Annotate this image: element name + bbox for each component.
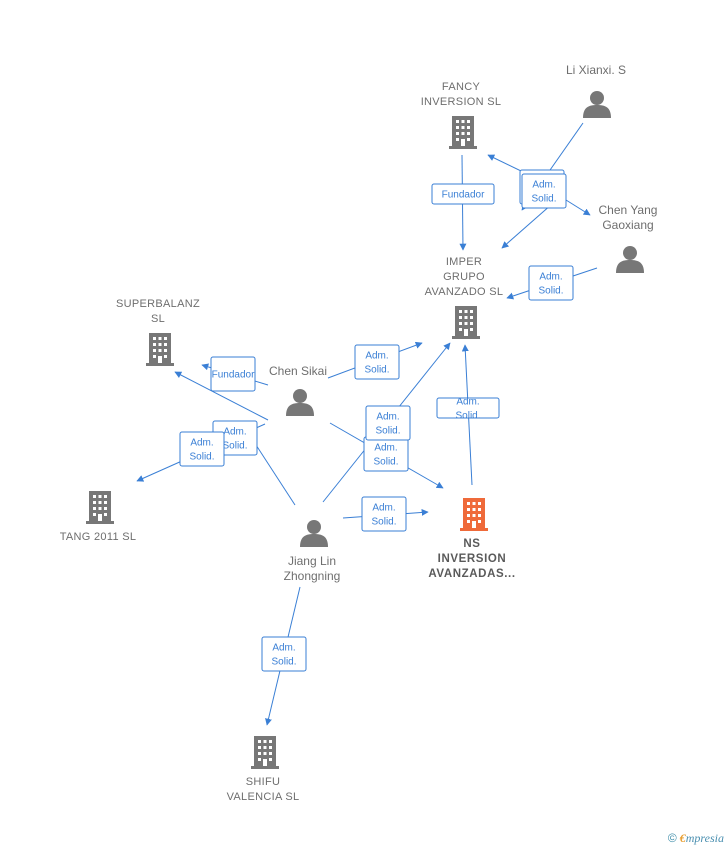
edge-label-text: Solid.: [373, 457, 398, 468]
edge-label-text: Adm.: [376, 412, 399, 423]
edge-label-text: Solid.: [531, 194, 556, 205]
node-label-chenyang: Gaoxiang: [602, 218, 653, 232]
node-lixianxi[interactable]: Li Xianxi. S: [566, 63, 626, 118]
edge-label-e16[interactable]: Adm. Solid.: [261, 636, 307, 672]
edge-label-text: Adm.: [365, 351, 388, 362]
node-label-ns: NS: [463, 538, 480, 550]
edge-label-box: [210, 356, 256, 392]
building-icon: [452, 306, 480, 339]
node-label-ns: AVANZADAS...: [428, 568, 515, 580]
node-chensikai[interactable]: Chen Sikai: [269, 364, 327, 416]
edge-label-box: [354, 344, 400, 380]
edge-label-text: Solid.: [371, 517, 396, 528]
person-icon: [286, 389, 314, 416]
node-label-tang: TANG 2011 SL: [60, 531, 137, 543]
node-superbalanz[interactable]: SUPERBALANZ SL: [116, 298, 200, 366]
edge-label-e11[interactable]: Adm. Solid.: [179, 431, 225, 467]
edge-label-e4[interactable]: Adm. Solid.: [521, 173, 567, 209]
node-label-superbalanz: SUPERBALANZ: [116, 298, 200, 310]
node-label-chensikai: Chen Sikai: [269, 364, 327, 378]
edge-label-box: [261, 636, 307, 672]
node-tang[interactable]: TANG 2011 SL: [60, 491, 137, 543]
edge-label-text: Adm.: [272, 643, 295, 654]
brand-logo-initial: €: [679, 831, 686, 845]
edge-label-box: [361, 496, 407, 532]
building-icon: [460, 498, 488, 531]
building-icon: [146, 333, 174, 366]
edge-label-e1[interactable]: Fundador: [431, 183, 495, 205]
edge-label-text: Solid.: [222, 441, 247, 452]
nodes-layer: FANCY INVERSION SL Li Xianxi. S Chen YangGa…: [60, 63, 658, 803]
edge-label-box: [431, 183, 495, 205]
edge-label-box: [528, 265, 574, 301]
node-label-imper: IMPER: [446, 256, 482, 268]
edge-label-text: Adm.: [372, 503, 395, 514]
node-label-superbalanz: SL: [151, 313, 165, 325]
edge-label-text: Adm.: [190, 438, 213, 449]
building-icon: [449, 116, 477, 149]
edge-label-text: Solid.: [538, 286, 563, 297]
node-label-chenyang: Chen Yang: [599, 203, 658, 217]
person-icon: [300, 520, 328, 547]
edge-label-e7[interactable]: Adm. Solid.: [436, 397, 500, 422]
edge-label-e14[interactable]: Adm. Solid.: [361, 496, 407, 532]
edge-label-text: Solid.: [455, 411, 480, 422]
building-icon: [86, 491, 114, 524]
edge-label-e13[interactable]: Adm. Solid.: [365, 405, 411, 441]
node-label-imper: AVANZADO SL: [425, 286, 504, 298]
edge-label-e9[interactable]: Fundador: [210, 356, 256, 392]
footer-brand: ©€mpresia: [668, 831, 724, 846]
node-imper[interactable]: IMPER GRUPO AVANZADO SL: [425, 256, 504, 339]
node-label-fancy: INVERSION SL: [421, 96, 502, 108]
edge-label-text: Solid.: [189, 452, 214, 463]
edge-label-text: Solid.: [364, 365, 389, 376]
edge-label-text: Adm.: [456, 397, 479, 408]
edge-label-e8[interactable]: Adm. Solid.: [354, 344, 400, 380]
node-ns[interactable]: NS INVERSION AVANZADAS...: [428, 498, 515, 580]
brand-logo-text: mpresia: [685, 831, 724, 845]
edge-line-e10: [174, 371, 269, 421]
node-label-lixianxi: Li Xianxi. S: [566, 63, 626, 77]
copyright-symbol: ©: [667, 831, 677, 845]
building-icon: [251, 736, 279, 769]
node-label-imper: GRUPO: [443, 271, 485, 283]
node-fancy[interactable]: FANCY INVERSION SL: [421, 81, 502, 149]
edge-label-text: Adm.: [223, 427, 246, 438]
edge-label-box: [436, 397, 500, 419]
edge-label-box: [365, 405, 411, 441]
edge-label-text: Solid.: [271, 657, 296, 668]
edge-label-text: Adm.: [532, 180, 555, 191]
edge-line-e6: [565, 199, 591, 216]
node-label-jianglin: Zhongning: [284, 569, 341, 583]
edges-layer: FundadorAdm.Solid.Adm.Solid.Adm.Solid.Ad…: [136, 122, 598, 726]
edge-label-e5[interactable]: Adm. Solid.: [528, 265, 574, 301]
edge-label-text: Fundador: [442, 190, 485, 201]
node-label-jianglin: Jiang Lin: [288, 554, 336, 568]
node-label-ns: INVERSION: [438, 553, 507, 565]
node-shifu[interactable]: SHIFU VALENCIA SL: [227, 736, 300, 803]
node-label-shifu: VALENCIA SL: [227, 791, 300, 803]
edge-label-text: Adm.: [374, 443, 397, 454]
edge-label-text: Fundador: [212, 370, 255, 381]
node-label-fancy: FANCY: [442, 81, 481, 93]
person-icon: [583, 91, 611, 118]
edge-label-text: Solid.: [375, 426, 400, 437]
edge-label-box: [521, 173, 567, 209]
edge-label-text: Adm.: [539, 272, 562, 283]
person-icon: [616, 246, 644, 273]
edge-label-e12[interactable]: Adm. Solid.: [363, 436, 409, 472]
node-label-shifu: SHIFU: [246, 776, 281, 788]
edge-label-box: [179, 431, 225, 467]
